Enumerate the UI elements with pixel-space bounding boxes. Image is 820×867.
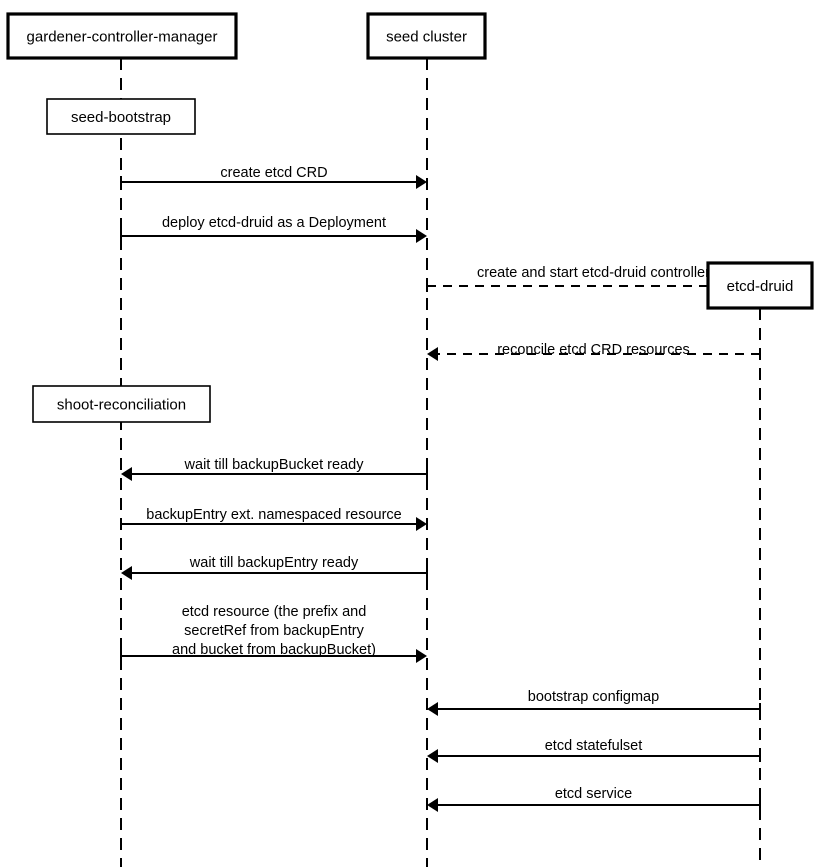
message-m2: deploy etcd-druid as a Deployment — [120, 215, 427, 243]
message-label: secretRef from backupEntry — [184, 623, 364, 639]
message-m7: wait till backupEntry ready — [121, 555, 428, 580]
participant-label: gardener-controller-manager — [27, 29, 218, 46]
participant-label: etcd-druid — [727, 278, 794, 295]
participant-box-druid: etcd-druid — [706, 261, 814, 310]
message-label: etcd statefulset — [545, 738, 643, 754]
message-label: and bucket from backupBucket) — [172, 642, 376, 658]
message-m11: etcd service — [427, 786, 761, 812]
message-label: etcd resource (the prefix and — [182, 604, 367, 620]
phase-label: seed-bootstrap — [71, 109, 171, 126]
phase-box-shoot-reconciliation: shoot-reconciliation — [32, 385, 211, 423]
participant-box-gcm: gardener-controller-manager — [6, 12, 238, 60]
message-label: create etcd CRD — [220, 165, 327, 181]
message-m9: bootstrap configmap — [427, 689, 761, 716]
phase-box-seed-bootstrap: seed-bootstrap — [46, 98, 196, 135]
phase-label: shoot-reconciliation — [57, 397, 186, 414]
message-label: reconcile etcd CRD resources — [497, 342, 690, 358]
participant-box-seed: seed cluster — [366, 12, 487, 60]
message-label: etcd service — [555, 786, 632, 802]
message-m10: etcd statefulset — [427, 738, 761, 763]
message-label: backupEntry ext. namespaced resource — [146, 507, 402, 523]
message-m5: wait till backupBucket ready — [121, 457, 428, 481]
message-m6: backupEntry ext. namespaced resource — [120, 507, 427, 531]
message-label: wait till backupEntry ready — [189, 555, 359, 571]
message-label: deploy etcd-druid as a Deployment — [162, 215, 386, 231]
participant-label: seed cluster — [386, 29, 467, 46]
message-label: bootstrap configmap — [528, 689, 659, 705]
boxes-layer: seed-bootstrap shoot-reconciliation garden… — [6, 12, 814, 423]
message-m1: create etcd CRD — [120, 165, 427, 189]
message-m4: reconcile etcd CRD resources — [427, 342, 761, 361]
lifelines-layer — [120, 58, 761, 867]
messages-layer: create etcd CRD deploy etcd-druid as a De… — [120, 165, 761, 812]
message-label: create and start etcd-druid controller — [477, 265, 710, 281]
message-m8: etcd resource (the prefix and secretRef f… — [120, 604, 427, 663]
message-label: wait till backupBucket ready — [184, 457, 365, 473]
message-m3: create and start etcd-druid controller — [426, 265, 760, 293]
